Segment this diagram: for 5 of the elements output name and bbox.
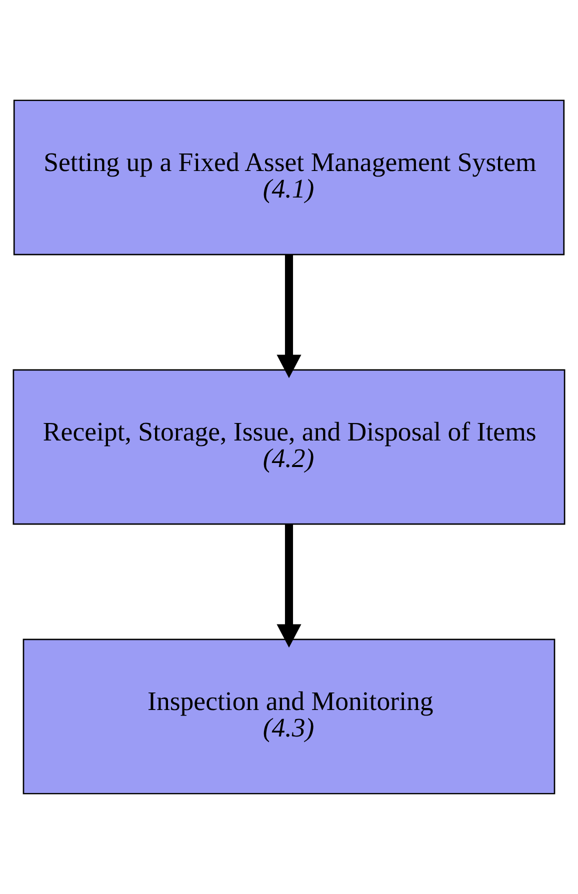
node-box: Setting up a Fixed Asset Management System (4.1) [13,100,565,256]
node-box: Inspection and Monitoring (4.3) [22,638,556,794]
arrow [276,254,302,378]
node-box: Receipt, Storage, Issue, and Disposal of Items (4.2) [12,369,566,525]
arrow [276,524,302,648]
